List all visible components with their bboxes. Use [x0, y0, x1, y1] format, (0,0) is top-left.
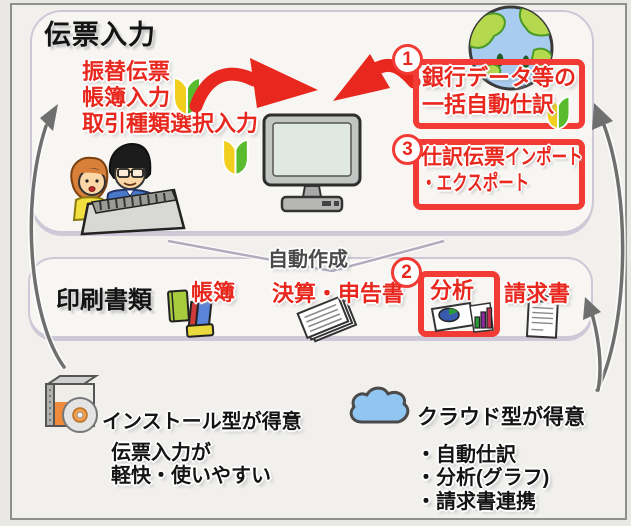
report-documents-icon: [296, 295, 358, 343]
cloud-bullet: ・請求書連携: [416, 491, 536, 513]
auto-journal-box-text: 銀行データ等の 一括自動仕訳: [422, 64, 576, 118]
install-type-heading: インストール型が得意: [102, 411, 302, 433]
circled-number-3: 3: [392, 134, 423, 165]
auto-journal-line2: 一括自動仕訳: [422, 92, 555, 117]
pie-bar-chart-icon: [430, 301, 494, 333]
import-line-main: 仕訳伝票: [421, 146, 505, 169]
red-arrow-left: [189, 58, 318, 113]
analysis-box: [418, 271, 500, 337]
auto-create-label: 自動作成: [268, 249, 348, 271]
gray-arrow-right-to-invoice: [583, 297, 604, 392]
auto-journal-box: [413, 59, 585, 129]
wakaba-beginner-icon: [222, 138, 249, 177]
gray-arrow-right-to-box1: [592, 103, 627, 392]
import-export-box: [413, 139, 585, 210]
export-line: ・エクスポート: [421, 172, 530, 195]
gray-arrow-left: [27, 104, 67, 370]
invoice-sheet-icon: [525, 294, 560, 339]
ledger-books-icon: [167, 289, 215, 338]
import-export-box-text: 仕訳伝票インポート ・エクスポート: [421, 145, 610, 197]
page-title: 伝票入力: [44, 20, 156, 50]
desktop-monitor-icon: [262, 113, 362, 213]
statements-label: 決算・申告書: [272, 281, 405, 306]
books-label: 帳簿: [191, 280, 236, 305]
auto-journal-line1: 銀行データ等の: [422, 65, 577, 90]
cloud-bullet: ・自動仕訳: [416, 444, 516, 466]
install-note-line: 軽快・使いやすい: [111, 465, 271, 487]
cloud-icon: [349, 386, 410, 424]
two-users-keyboard-icon: [70, 142, 186, 236]
invoice-label: 請求書: [504, 281, 571, 306]
manual-input-list: 振替伝票 帳簿入力 取引種類選択入力: [82, 59, 258, 137]
wakaba-beginner-icon: [545, 95, 571, 131]
manual-input-line: 振替伝票: [82, 59, 171, 84]
install-note-line: 伝票入力が: [111, 442, 211, 464]
cloud-type-heading: クラウド型が得意: [417, 406, 585, 429]
import-line-kata: インポート: [505, 146, 583, 169]
analysis-label: 分析: [430, 278, 475, 303]
circled-number-2: 2: [391, 257, 422, 288]
manual-input-line: 帳簿入力: [82, 85, 171, 110]
manual-input-line: 取引種類選択入力: [82, 111, 259, 136]
software-package-cd-icon: [44, 375, 100, 433]
import-line: 仕訳伝票インポート: [421, 145, 610, 171]
cloud-bullet: ・分析(グラフ): [416, 467, 550, 489]
circled-number-1: 1: [392, 44, 423, 75]
print-row-heading: 印刷書類: [56, 287, 152, 314]
